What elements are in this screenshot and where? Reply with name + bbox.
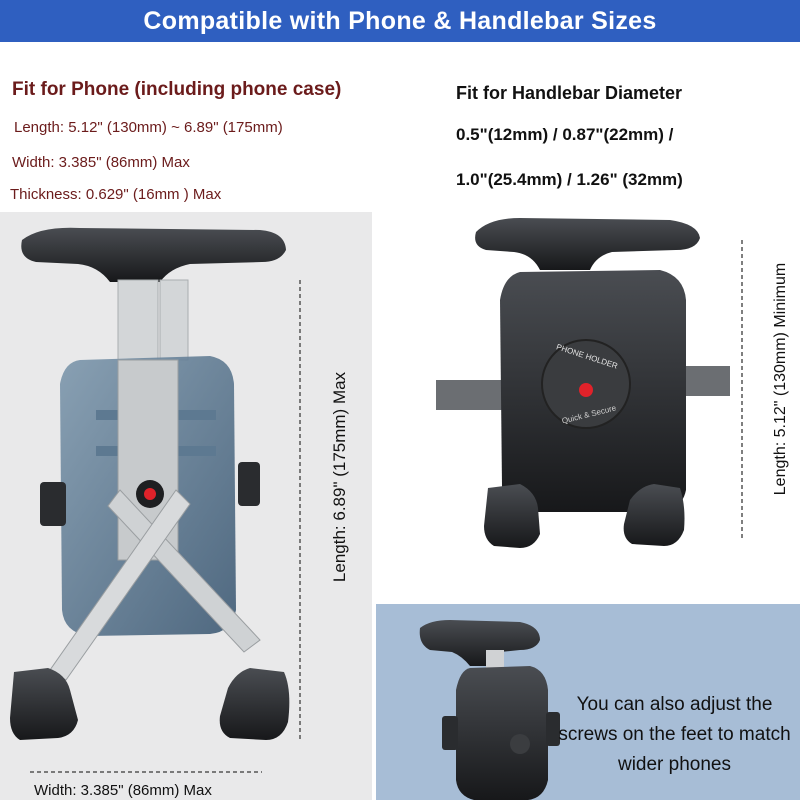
left-feet (10, 668, 290, 740)
left-gear-rack (49, 359, 261, 681)
bottom-holder-image (419, 620, 560, 800)
left-top-clamp (21, 227, 286, 282)
right-badge (541, 339, 631, 429)
handlebar-fit-heading: Fit for Handlebar Diameter (456, 83, 683, 103)
left-width-label: Width: 3.385" (86mm) Max (34, 782, 212, 799)
left-length-label: Length: 6.89" (175mm) Max (330, 371, 349, 583)
right-length-label: Length: 5.12" (130mm) Minimum (772, 262, 789, 496)
left-red-knob (136, 480, 164, 508)
banner-title: Compatible with Phone & Handlebar Sizes (0, 0, 800, 42)
feet-adjust-note: You can also adjust the screws on the fe… (558, 694, 791, 775)
phone-length-spec: Length: 5.12" (130mm) ~ 6.89" (175mm) (14, 119, 283, 136)
handlebar-sizes-line-1: 0.5"(12mm) / 0.87"(22mm) / (456, 125, 674, 144)
phone-fit-heading: Fit for Phone (including phone case) (12, 79, 342, 100)
phone-thickness-spec: Thickness: 0.629" (16mm ) Max (10, 186, 222, 203)
phone-width-spec: Width: 3.385" (86mm) Max (12, 154, 190, 171)
handlebar-sizes-line-2: 1.0"(25.4mm) / 1.26" (32mm) (456, 170, 683, 189)
right-feet (484, 484, 685, 548)
right-top-clamp (475, 218, 700, 270)
